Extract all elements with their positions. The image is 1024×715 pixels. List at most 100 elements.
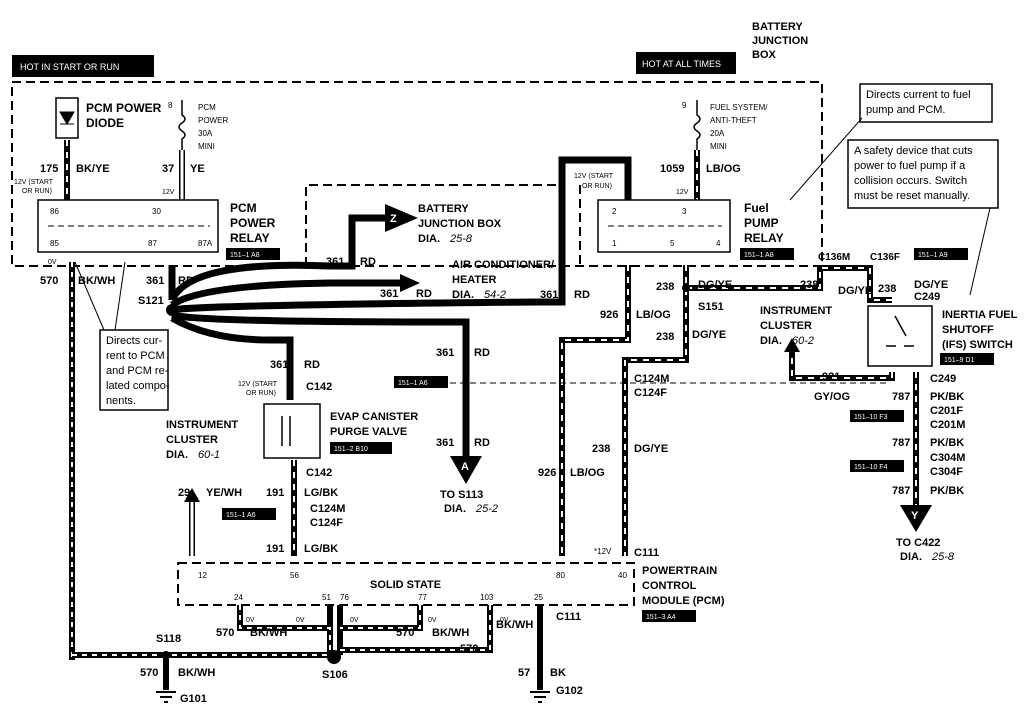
dest-z-dia: DIA.	[418, 233, 440, 245]
arrow-a-letter: A	[461, 461, 469, 473]
fuse-fuel-pin: 9	[682, 101, 687, 110]
label-0v-77: 0V	[428, 617, 437, 624]
conn-c136f: C136F	[870, 252, 900, 263]
wire-361-evap	[170, 314, 294, 400]
evap-label-2: PURGE VALVE	[330, 426, 407, 438]
arrow-z-letter: Z	[390, 213, 397, 225]
label-gyog: GY/OG	[814, 391, 850, 403]
pcm-relay-pin-87: 87	[148, 239, 157, 248]
conn-c201f: C201F	[930, 405, 963, 417]
pcm-power-diode-label-1: PCM POWER	[86, 101, 162, 115]
label-dgye-s151: DG/YE	[698, 279, 732, 291]
callout-diode-line-5: nents.	[106, 395, 136, 407]
conn-c142-top: C142	[306, 381, 332, 393]
pcm-box	[177, 562, 635, 606]
label-rd-a: RD	[474, 347, 490, 359]
arrow-z	[385, 204, 418, 232]
label-12v-evap-1: 12V (START	[238, 381, 278, 388]
ref-c124: 151–1 A6	[226, 512, 256, 519]
label-926-low: 926	[538, 467, 556, 479]
callout-fuse-line-1: Directs current to fuel	[866, 89, 971, 101]
callout-fuse-line-2: pump and PCM.	[866, 104, 945, 116]
ref-a6-bar	[394, 376, 448, 388]
fuel-relay-ref: 151–1 A8	[744, 252, 774, 259]
fuse-fuel-line-4: MINI	[710, 142, 727, 151]
label-57: 57	[518, 667, 530, 679]
splice-s151: S151	[698, 301, 724, 313]
dest-a-dia: DIA.	[444, 503, 466, 515]
label-pkbk-2: PK/BK	[930, 437, 964, 449]
ref-f4-bar	[850, 460, 904, 472]
ifs-label-2: SHUTOFF	[942, 324, 994, 336]
pcm-power-diode-label-2: DIODE	[86, 116, 124, 130]
label-0v-76: 0V	[350, 617, 359, 624]
dest-ic-right-2: CLUSTER	[760, 320, 812, 332]
pcm-pin-76: 76	[340, 593, 349, 602]
label-921: 921	[822, 371, 840, 383]
dest-z-line-2: JUNCTION BOX	[418, 218, 502, 230]
label-12v-pcm: 12V	[162, 189, 175, 196]
conn-c124f-left: C124F	[310, 517, 343, 529]
wire-361-ac	[169, 279, 400, 308]
label-570-g101: 570	[140, 667, 158, 679]
fuel-relay-pin-5: 5	[670, 239, 675, 248]
label-bkwh-a: BK/WH	[250, 627, 287, 639]
fuse-pcm-line-2: POWER	[198, 116, 228, 125]
arrow-ac	[400, 274, 420, 292]
label-12v-start-1: 12V (START	[14, 179, 54, 186]
label-0v-103: 0V	[500, 617, 509, 624]
pcm-pin-56: 56	[290, 571, 299, 580]
label-361-evap: 361	[270, 359, 288, 371]
arrow-a	[450, 456, 482, 484]
label-12v-star: *12V	[594, 547, 612, 556]
label-bkwh-g101: BK/WH	[178, 667, 215, 679]
label-bkwh-c: BK/WH	[496, 619, 533, 631]
ref-evap-bar	[330, 442, 392, 454]
splice-s121: S121	[138, 295, 164, 307]
wires	[64, 140, 919, 690]
dest-y-num: 25-8	[931, 551, 955, 563]
conn-c124m-left: C124M	[310, 503, 345, 515]
ref-f3: 151–10 F3	[854, 414, 888, 421]
diode-icon	[59, 111, 75, 125]
fuel-relay-ref-bar	[740, 248, 794, 260]
ifs-label-3: (IFS) SWITCH	[942, 339, 1013, 351]
callout-diode-line-4: lated compo-	[106, 380, 170, 392]
dest-ac-line-1: AIR CONDITIONER/	[452, 259, 554, 271]
ref-pcm-bar	[642, 610, 696, 622]
pcm-pin-103: 103	[480, 593, 494, 602]
wire-361-bjb	[168, 214, 385, 302]
label-238-c136: 238	[800, 279, 818, 291]
dest-a-line-1: TO S113	[440, 489, 483, 501]
fuse-pcm-icon	[178, 100, 186, 150]
dest-ac-num: 54-2	[484, 289, 506, 301]
ifs-switch-box	[867, 305, 933, 367]
pcm-title-2: CONTROL	[642, 580, 697, 592]
conn-c111-top: C111	[634, 547, 659, 559]
wire-926-stripe	[561, 265, 629, 556]
ground-g102: G102	[556, 685, 583, 697]
label-lbog-926-low: LB/OG	[570, 467, 605, 479]
pcm-relay-title-1: PCM	[230, 201, 257, 215]
wire-361-fuel	[171, 156, 632, 314]
label-570-b: 570	[396, 627, 414, 639]
conn-c249-top: C249	[914, 291, 940, 303]
wire-238-stripe	[624, 265, 687, 556]
pcm-relay-ref: 151–1 A8	[230, 252, 260, 259]
label-lgbk-low: LG/BK	[304, 543, 338, 555]
label-787-1: 787	[892, 391, 910, 403]
label-175: 175	[40, 163, 58, 175]
dest-ic-left-num: 60-1	[198, 449, 220, 461]
conn-c201m: C201M	[930, 419, 965, 431]
conn-c124f-right: C124F	[634, 387, 667, 399]
label-238-ifs: 238	[878, 283, 896, 295]
ref-c249-bar	[914, 248, 968, 260]
pcm-pin-51: 51	[322, 593, 331, 602]
ref-pcm: 151–3 A4	[646, 614, 676, 621]
dest-ic-right-dia: DIA.	[760, 335, 782, 347]
callout-diode-line-3: and PCM re-	[106, 365, 169, 377]
ifs-switch-icon	[886, 315, 914, 347]
conn-c111-bottom: C111	[556, 611, 581, 623]
callout-ifs-line-1: A safety device that cuts	[854, 145, 973, 157]
